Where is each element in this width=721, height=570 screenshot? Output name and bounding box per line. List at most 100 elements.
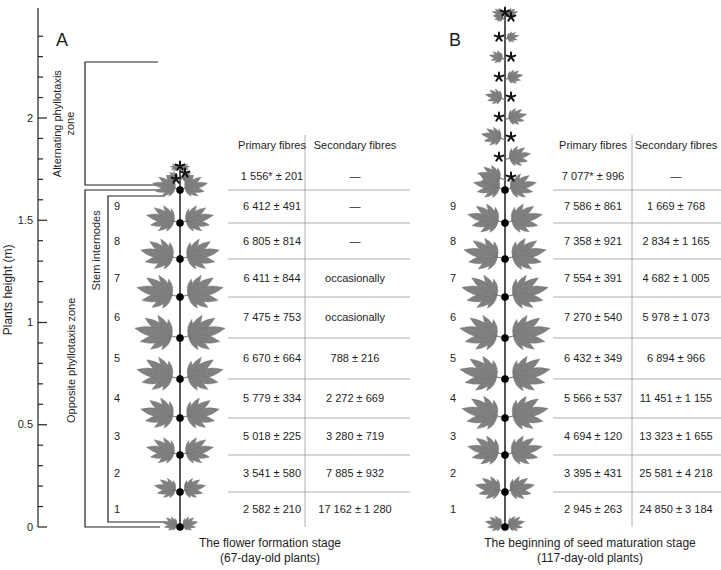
palmate-leaf bbox=[468, 436, 505, 464]
palmate-leaf bbox=[180, 398, 219, 428]
palmate-leaf bbox=[180, 175, 207, 196]
fibre-value: 7 358 ± 921 bbox=[564, 235, 622, 248]
palmate-leaf bbox=[180, 275, 223, 308]
palmate-leaf bbox=[180, 478, 206, 497]
fibre-value: — bbox=[350, 235, 361, 248]
minor-tick bbox=[38, 301, 43, 302]
minor-tick bbox=[38, 158, 43, 159]
palmate-leaf bbox=[180, 172, 194, 182]
fibre-value: 7 586 ± 861 bbox=[564, 200, 622, 213]
minor-tick bbox=[38, 138, 43, 139]
stem-nodes bbox=[176, 186, 509, 531]
stem-node bbox=[176, 488, 184, 496]
palmate-leaf bbox=[141, 239, 180, 269]
fibre-value: 3 280 ± 719 bbox=[326, 430, 384, 443]
flower-mark bbox=[495, 73, 504, 81]
fibre-value: 3 395 ± 431 bbox=[564, 467, 622, 480]
palmate-leaf bbox=[462, 275, 505, 308]
fibre-value: 4 682 ± 1 005 bbox=[642, 272, 709, 285]
fibre-value: 5 978 ± 1 073 bbox=[642, 311, 709, 324]
palmate-leaf bbox=[135, 315, 180, 349]
stem-node bbox=[176, 334, 184, 342]
bracket-label: Stem internodes bbox=[90, 210, 103, 290]
minor-tick bbox=[38, 179, 43, 180]
flower-clusters bbox=[172, 8, 516, 183]
palmate-leaf bbox=[476, 477, 505, 499]
stem-node bbox=[501, 375, 509, 383]
fibre-value: 7 270 ± 540 bbox=[564, 311, 622, 324]
stem-node bbox=[501, 414, 509, 422]
fibre-value: 6 412 ± 491 bbox=[243, 200, 301, 213]
internode-number: 4 bbox=[450, 392, 456, 405]
height-axis bbox=[38, 8, 47, 527]
palmate-leaf bbox=[505, 275, 548, 308]
fibre-value: 6 411 ± 844 bbox=[243, 272, 300, 285]
palmate-leaf bbox=[147, 206, 180, 231]
caption-line: (117-day-old plants) bbox=[537, 552, 643, 566]
fibre-value: — bbox=[350, 170, 361, 183]
stem-node bbox=[176, 219, 184, 227]
palmate-leaf bbox=[141, 398, 180, 428]
fibre-value: 5 566 ± 537 bbox=[564, 392, 622, 405]
palmate-leaf bbox=[505, 396, 548, 429]
palmate-leaf bbox=[464, 238, 505, 269]
zone-label: Alternating phyllotaxis zone bbox=[51, 65, 76, 183]
stem-node bbox=[176, 451, 184, 459]
stem-node bbox=[176, 375, 184, 383]
minor-tick bbox=[38, 445, 43, 446]
palmate-leaf bbox=[180, 438, 213, 463]
column-header: Primary fibres bbox=[559, 139, 627, 152]
minor-tick bbox=[38, 383, 43, 384]
fibre-value: 6 670 ± 664 bbox=[243, 352, 301, 365]
fibre-value: 24 850 ± 3 184 bbox=[639, 503, 712, 516]
panel-letter: B bbox=[449, 30, 461, 51]
minor-tick bbox=[38, 199, 43, 200]
internode-number: 3 bbox=[114, 430, 120, 443]
palmate-leaf bbox=[485, 89, 505, 104]
internode-number: 1 bbox=[450, 503, 456, 516]
palmate-leaf bbox=[505, 8, 518, 18]
stem-node bbox=[176, 293, 184, 301]
fibre-value: 6 432 ± 349 bbox=[564, 352, 622, 365]
internode-number: 8 bbox=[114, 235, 120, 248]
fibre-value: 2 582 ± 210 bbox=[243, 503, 301, 516]
flower-mark bbox=[172, 175, 181, 183]
internode-number: 9 bbox=[114, 200, 120, 213]
internode-number: 2 bbox=[114, 467, 120, 480]
internode-number: 4 bbox=[114, 392, 120, 405]
internode-number: 5 bbox=[114, 352, 120, 365]
table-rules bbox=[228, 135, 721, 527]
palmate-leaf bbox=[147, 438, 180, 463]
flower-mark bbox=[495, 153, 504, 161]
stem-node bbox=[176, 255, 184, 263]
minor-tick bbox=[38, 76, 43, 77]
palmate-leaf bbox=[154, 478, 180, 497]
stem-node bbox=[176, 414, 184, 422]
palmate-leaf bbox=[180, 239, 219, 269]
palmate-leaf bbox=[137, 357, 180, 390]
internode-number: 8 bbox=[450, 235, 456, 248]
caption-line: The flower formation stage bbox=[199, 537, 341, 551]
stem-node bbox=[501, 186, 509, 194]
fibre-value: — bbox=[671, 170, 682, 183]
column-header: Primary fibres bbox=[238, 139, 306, 152]
stem-node bbox=[501, 334, 509, 342]
minor-tick bbox=[38, 465, 43, 466]
fibre-value: 7 885 ± 932 bbox=[326, 467, 384, 480]
flower-mark bbox=[507, 173, 516, 181]
palmate-leaf bbox=[505, 146, 531, 165]
minor-tick bbox=[38, 56, 43, 57]
minor-tick bbox=[38, 36, 43, 37]
fibre-value: 2 834 ± 1 165 bbox=[642, 235, 709, 248]
flower-mark bbox=[507, 133, 516, 141]
tick-label: 1.5 bbox=[18, 214, 33, 227]
flower-mark bbox=[507, 93, 516, 101]
internode-number: 6 bbox=[114, 311, 120, 324]
fibre-value: 5 779 ± 334 bbox=[243, 392, 301, 405]
internode-number: 3 bbox=[450, 430, 456, 443]
palmate-leaf bbox=[505, 174, 536, 198]
palmate-leaf bbox=[492, 8, 505, 18]
palmate-leaf bbox=[505, 315, 550, 349]
stem-node bbox=[501, 219, 509, 227]
